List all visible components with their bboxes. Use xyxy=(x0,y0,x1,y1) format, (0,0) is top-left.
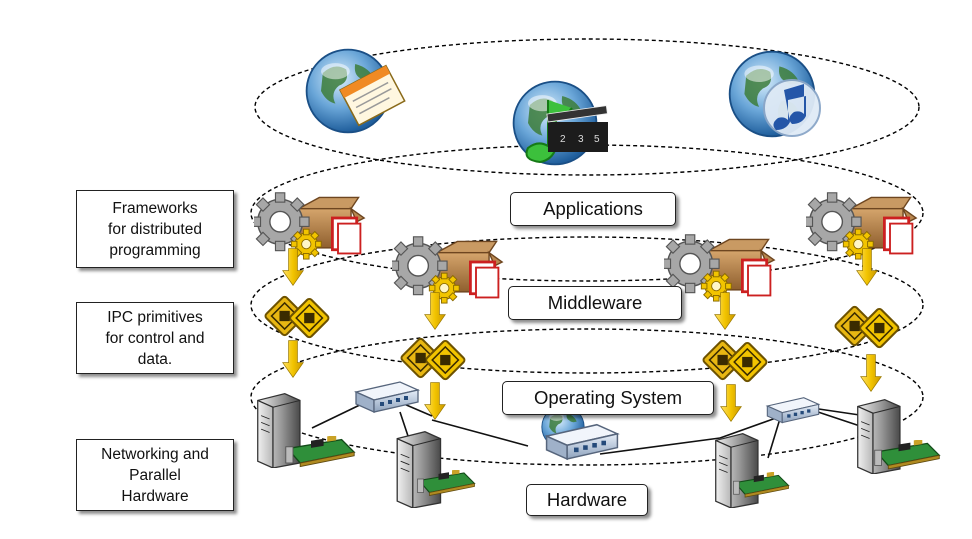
ellipse-operating-system xyxy=(250,328,924,466)
svg-text:3: 3 xyxy=(578,134,584,145)
layer-label-hardware: Hardware xyxy=(526,484,648,516)
ipc-sign-icon xyxy=(399,336,467,382)
down-arrow-icon xyxy=(860,354,882,392)
layer-label-applications: Applications xyxy=(510,192,676,226)
layer-label-middleware: Middleware xyxy=(508,286,682,320)
network-cables xyxy=(311,401,881,459)
server-tower-icon xyxy=(396,431,442,508)
layer-middleware-text: Middleware xyxy=(547,292,643,313)
frameworks-label: Frameworks for distributed programming xyxy=(108,199,202,259)
gear-box-icon xyxy=(392,235,504,305)
network-switch-icon xyxy=(766,397,820,424)
gear-box-icon xyxy=(254,191,366,261)
layer-hardware-text: Hardware xyxy=(546,489,628,510)
ipc-sign-icon xyxy=(701,338,769,384)
server-tower-icon xyxy=(715,433,759,508)
ipc-sign-icon xyxy=(263,294,331,340)
down-arrow-icon xyxy=(282,340,304,378)
network-switch-icon xyxy=(355,381,419,413)
ellipse-ipc xyxy=(250,236,924,374)
down-arrow-icon xyxy=(720,384,742,422)
svg-text:2: 2 xyxy=(560,134,566,145)
gear-box-icon xyxy=(806,191,918,261)
ipc-primitives-box: IPC primitives for control and data. xyxy=(76,302,234,374)
globe-music-icon xyxy=(728,50,821,138)
layer-applications-text: Applications xyxy=(543,198,643,219)
ipc-primitives-label: IPC primitives for control and data. xyxy=(105,308,205,368)
networking-hardware-label: Networking and Parallel Hardware xyxy=(101,445,209,505)
svg-text:5: 5 xyxy=(594,134,600,145)
networking-hardware-box: Networking and Parallel Hardware xyxy=(76,439,234,511)
layer-label-operating-system: Operating System xyxy=(502,381,714,415)
globe-document-icon xyxy=(305,48,406,134)
layer-operating-system-text: Operating System xyxy=(533,387,683,408)
frameworks-box: Frameworks for distributed programming xyxy=(76,190,234,268)
ellipse-applications xyxy=(254,38,920,176)
globe-media-icon: 2 3 5 xyxy=(512,80,608,166)
